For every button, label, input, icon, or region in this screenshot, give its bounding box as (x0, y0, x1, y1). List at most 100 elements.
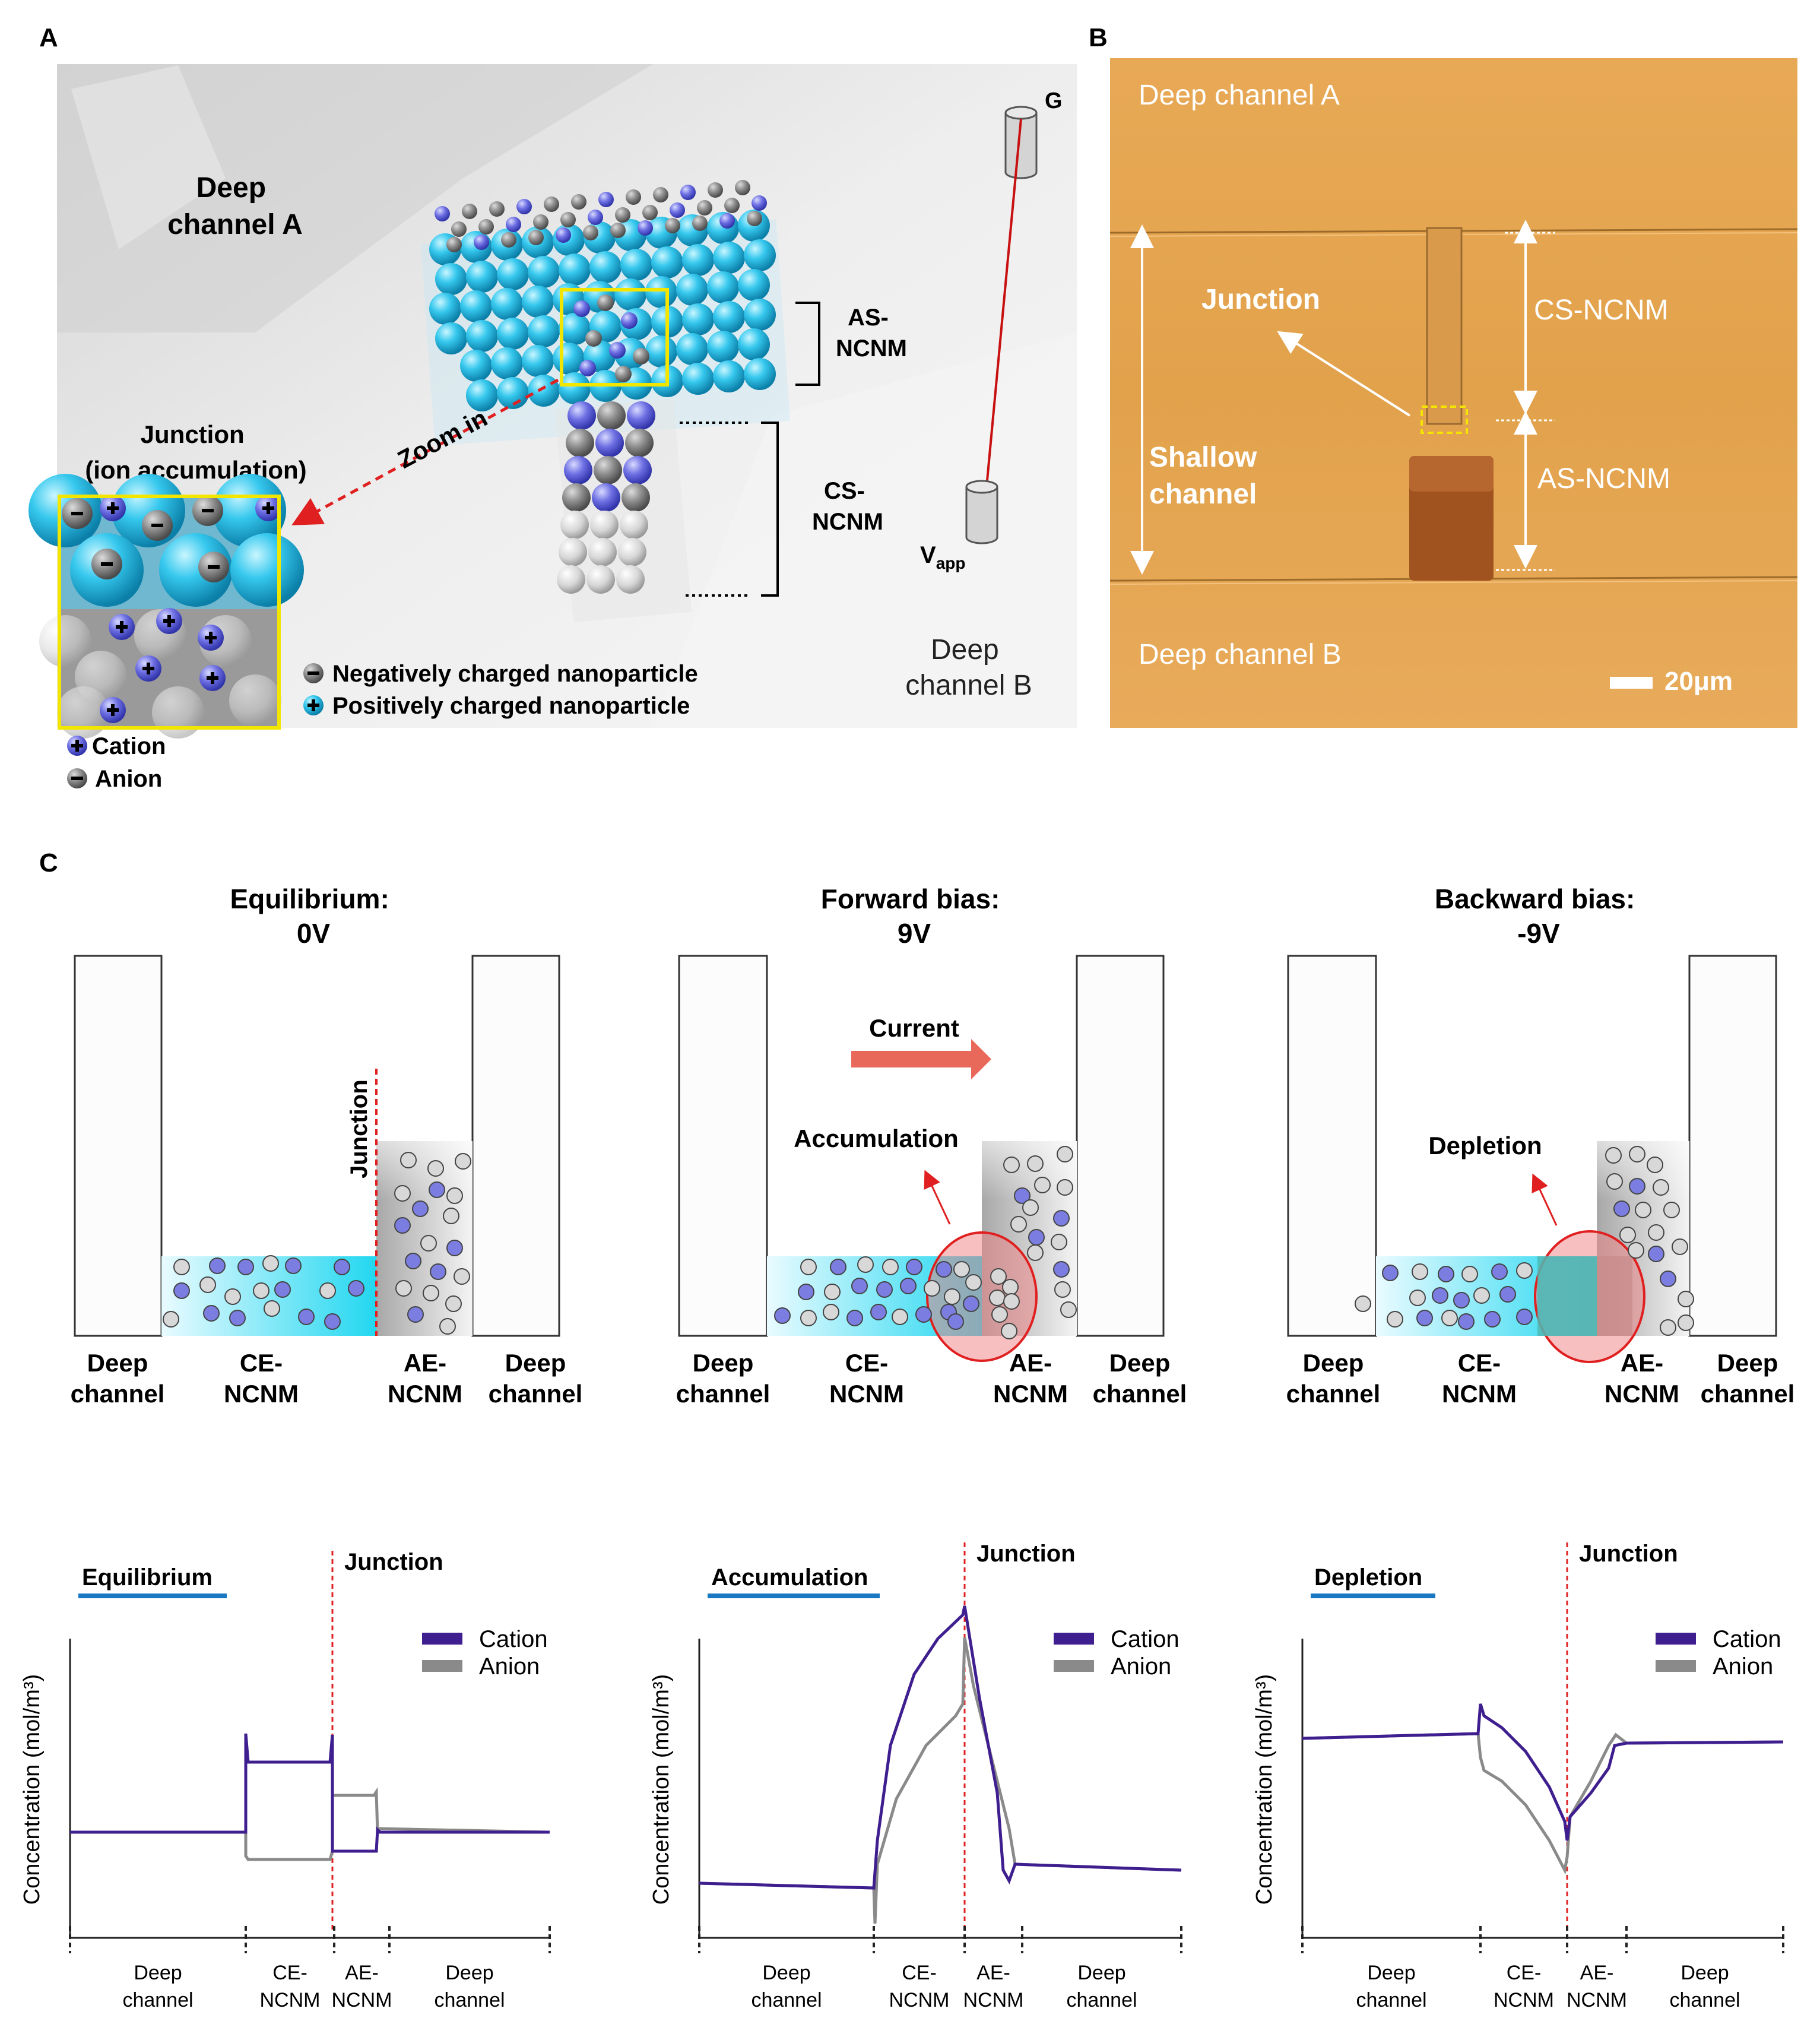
schematic-forward-bias: Forward bias: 9V Current Accumulation De… (676, 883, 1187, 1408)
plot-x-label: channel (1356, 1989, 1426, 2011)
legend-anion-swatch (1656, 1660, 1696, 1672)
schematic-equilibrium: Equilibrium: 0V Junction Deep channel CE… (71, 883, 583, 1408)
plot-y-label: Concentration (mol/m³) (649, 1674, 674, 1905)
as-ncnm-label: AS- NCNM (836, 305, 907, 362)
panel-b: Deep channel A Junction CS-NCNM AS-NCNM … (1109, 58, 1798, 728)
legend-cation-text: Cation (1111, 1626, 1179, 1652)
svg-text:Deep: Deep (87, 1349, 148, 1377)
legend-anion-label: Anion (95, 766, 162, 792)
deep-channel-a-label: Deep channel A (167, 172, 303, 240)
plot-x-label: NCNM (332, 1989, 392, 2011)
anion-curve (699, 1637, 1182, 1924)
plot-x-label: channel (122, 1989, 193, 2011)
schematic-labels: Deep channel CE- NCNM AE- NCNM Deep chan… (71, 1349, 583, 1408)
schematic-title: Equilibrium: 0V (230, 883, 397, 949)
ion-legend: Cation Anion (67, 733, 166, 792)
panel-a-letter: A (39, 23, 58, 52)
svg-text:CE-: CE- (845, 1349, 888, 1377)
plot-x-label: NCNM (889, 1989, 950, 2011)
shallow-channel-text: Shallow channel (1149, 442, 1265, 510)
svg-text:channel: channel (676, 1380, 771, 1408)
panel-b-letter: B (1089, 23, 1108, 52)
legend-anion-swatch (422, 1660, 462, 1672)
svg-text:NCNM: NCNM (1442, 1380, 1517, 1408)
cs-ncnm-block (554, 398, 692, 623)
current-arrow (851, 1039, 991, 1079)
svg-text:Deep: Deep (693, 1349, 754, 1377)
junction-vertical-label: Junction (346, 1079, 372, 1179)
plot-x-label: Deep (1367, 1962, 1415, 1984)
svg-text:channel: channel (1701, 1380, 1795, 1408)
plot-x-label: AE- (345, 1962, 379, 1984)
plot-state-bar (78, 1594, 227, 1598)
legend-anion-text: Anion (1713, 1653, 1773, 1680)
anion-curve (70, 1787, 550, 1861)
zoom-box (560, 288, 669, 387)
electrode-wire (985, 118, 1022, 487)
electrode-g-label: G (1045, 88, 1063, 113)
legend-anion-swatch (1054, 1660, 1094, 1672)
plot-junction-label: Junction (976, 1541, 1076, 1567)
svg-text:CE-: CE- (1458, 1349, 1501, 1377)
plot-junction-label: Junction (344, 1549, 443, 1575)
negatively-charged-nanoparticles (435, 180, 767, 252)
as-ncnm-bracket (795, 302, 820, 386)
cation-curve (70, 1733, 550, 1853)
plot-state-label: Equilibrium (82, 1564, 213, 1591)
as-ncnm-block (420, 180, 791, 446)
junction-zoom-title: Junction (ion accumulation) (85, 420, 306, 484)
schematic-backward-bias: Backward bias: -9V Depletion Deep channe… (1286, 883, 1795, 1408)
plot-x-label: NCNM (1567, 1989, 1627, 2011)
svg-text:AE-: AE- (1009, 1349, 1052, 1377)
plot-y-label: Concentration (mol/m³) (20, 1674, 45, 1905)
deep-channel-a-text: Deep channel A (1139, 80, 1340, 111)
legend-cation-text: Cation (1713, 1626, 1781, 1652)
schematic-labels: Deep channel CE- NCNM AE- NCNM Deep chan… (676, 1349, 1187, 1408)
legend-cation-swatch (422, 1633, 462, 1645)
schematic-title: Forward bias: 9V (821, 883, 1007, 949)
accumulation-zone (926, 1231, 1038, 1362)
junction-text: Junction (1201, 284, 1320, 315)
schematic-labels: Deep channel CE- NCNM AE- NCNM Deep chan… (1286, 1349, 1795, 1408)
nanoparticle-legend: Negatively charged nanoparticle Positive… (303, 661, 698, 719)
plot-x-label: Deep (1077, 1962, 1125, 1984)
plot-x-label: Deep (762, 1962, 810, 1984)
plot-x-label: CE- (272, 1962, 307, 1984)
plot-x-label: channel (751, 1989, 822, 2011)
junction-zoom-inset (28, 474, 304, 739)
svg-text:channel: channel (1286, 1380, 1381, 1408)
plot-x-label: Deep (1681, 1962, 1729, 1984)
plot-x-label: CE- (1507, 1962, 1542, 1984)
schematic-title: Backward bias: -9V (1435, 883, 1643, 949)
cation-curve (699, 1605, 1182, 1890)
plot-x-label: Deep (134, 1962, 182, 1984)
scale-bar (1610, 677, 1653, 689)
plot-x-label: Deep (445, 1962, 493, 1984)
svg-text:NCNM: NCNM (1605, 1380, 1679, 1408)
electrode-vapp (965, 480, 998, 544)
legend-anion-text: Anion (479, 1653, 540, 1680)
legend-cation-swatch (1054, 1633, 1094, 1645)
positively-charged-nanoparticles (429, 210, 776, 411)
legend-positive-label: Positively charged nanoparticle (332, 693, 690, 719)
deep-channel-a-wall (57, 64, 653, 332)
panel-c-letter: C (39, 848, 58, 877)
plot-state-bar (1311, 1594, 1435, 1598)
deep-channel-b-text: Deep channel B (1139, 639, 1342, 670)
plot-x-label: channel (1066, 1989, 1137, 2011)
legend-cation-text: Cation (479, 1626, 548, 1652)
electrode-vapp-label: Vapp (920, 542, 965, 572)
deep-channel-b-label: Deep channel B (905, 634, 1032, 701)
legend-negative-label: Negatively charged nanoparticle (332, 661, 698, 687)
svg-text:AE-: AE- (1621, 1349, 1663, 1377)
legend-anion-text: Anion (1111, 1653, 1171, 1680)
plot-x-label: channel (434, 1989, 505, 2011)
plot-y-label: Concentration (mol/m³) (1252, 1674, 1277, 1905)
svg-text:CE-: CE- (240, 1349, 283, 1377)
zoom-arrow (291, 378, 559, 525)
cs-ncnm-bracket (761, 422, 779, 597)
